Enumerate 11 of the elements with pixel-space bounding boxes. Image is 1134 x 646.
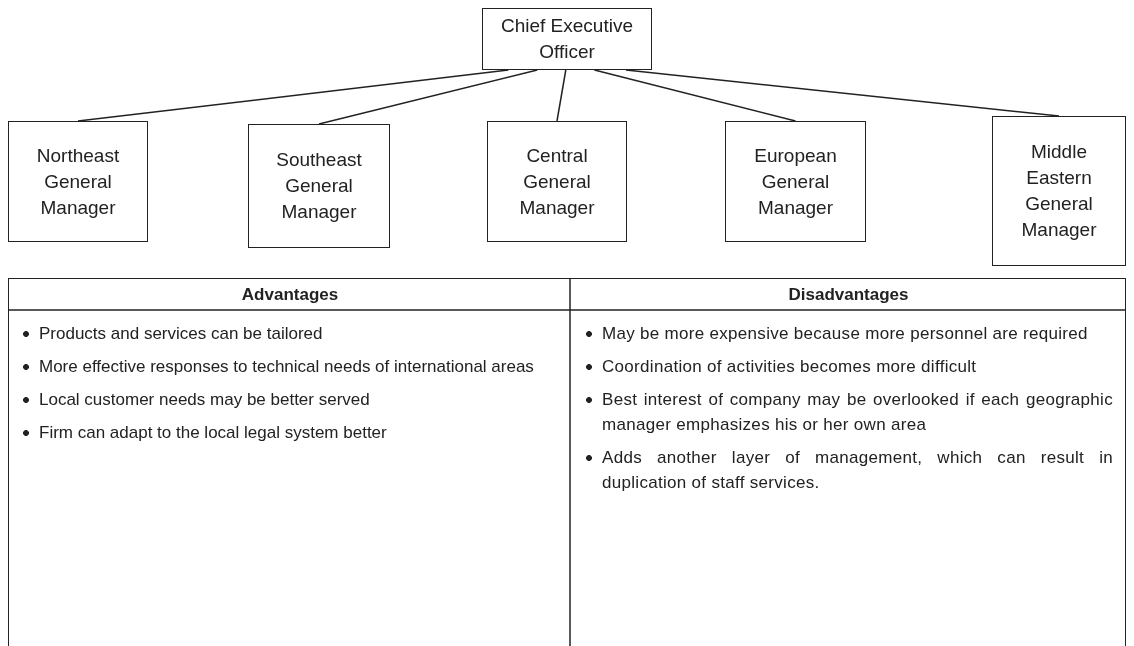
org-chart-box: Middle Eastern General Manager (992, 116, 1126, 266)
org-chart-box: Southeast General Manager (248, 124, 390, 248)
org-chart-box: Central General Manager (487, 121, 627, 242)
connector-line (556, 69, 567, 122)
connector-line (318, 69, 538, 125)
org-chart-box: Chief Executive Officer (482, 8, 652, 70)
connector-line (593, 69, 797, 122)
column-header: Disadvantages (787, 283, 910, 306)
org-chart-box: Northeast General Manager (8, 121, 148, 242)
column-header: Advantages (240, 283, 340, 306)
org-chart-box: European General Manager (725, 121, 866, 242)
